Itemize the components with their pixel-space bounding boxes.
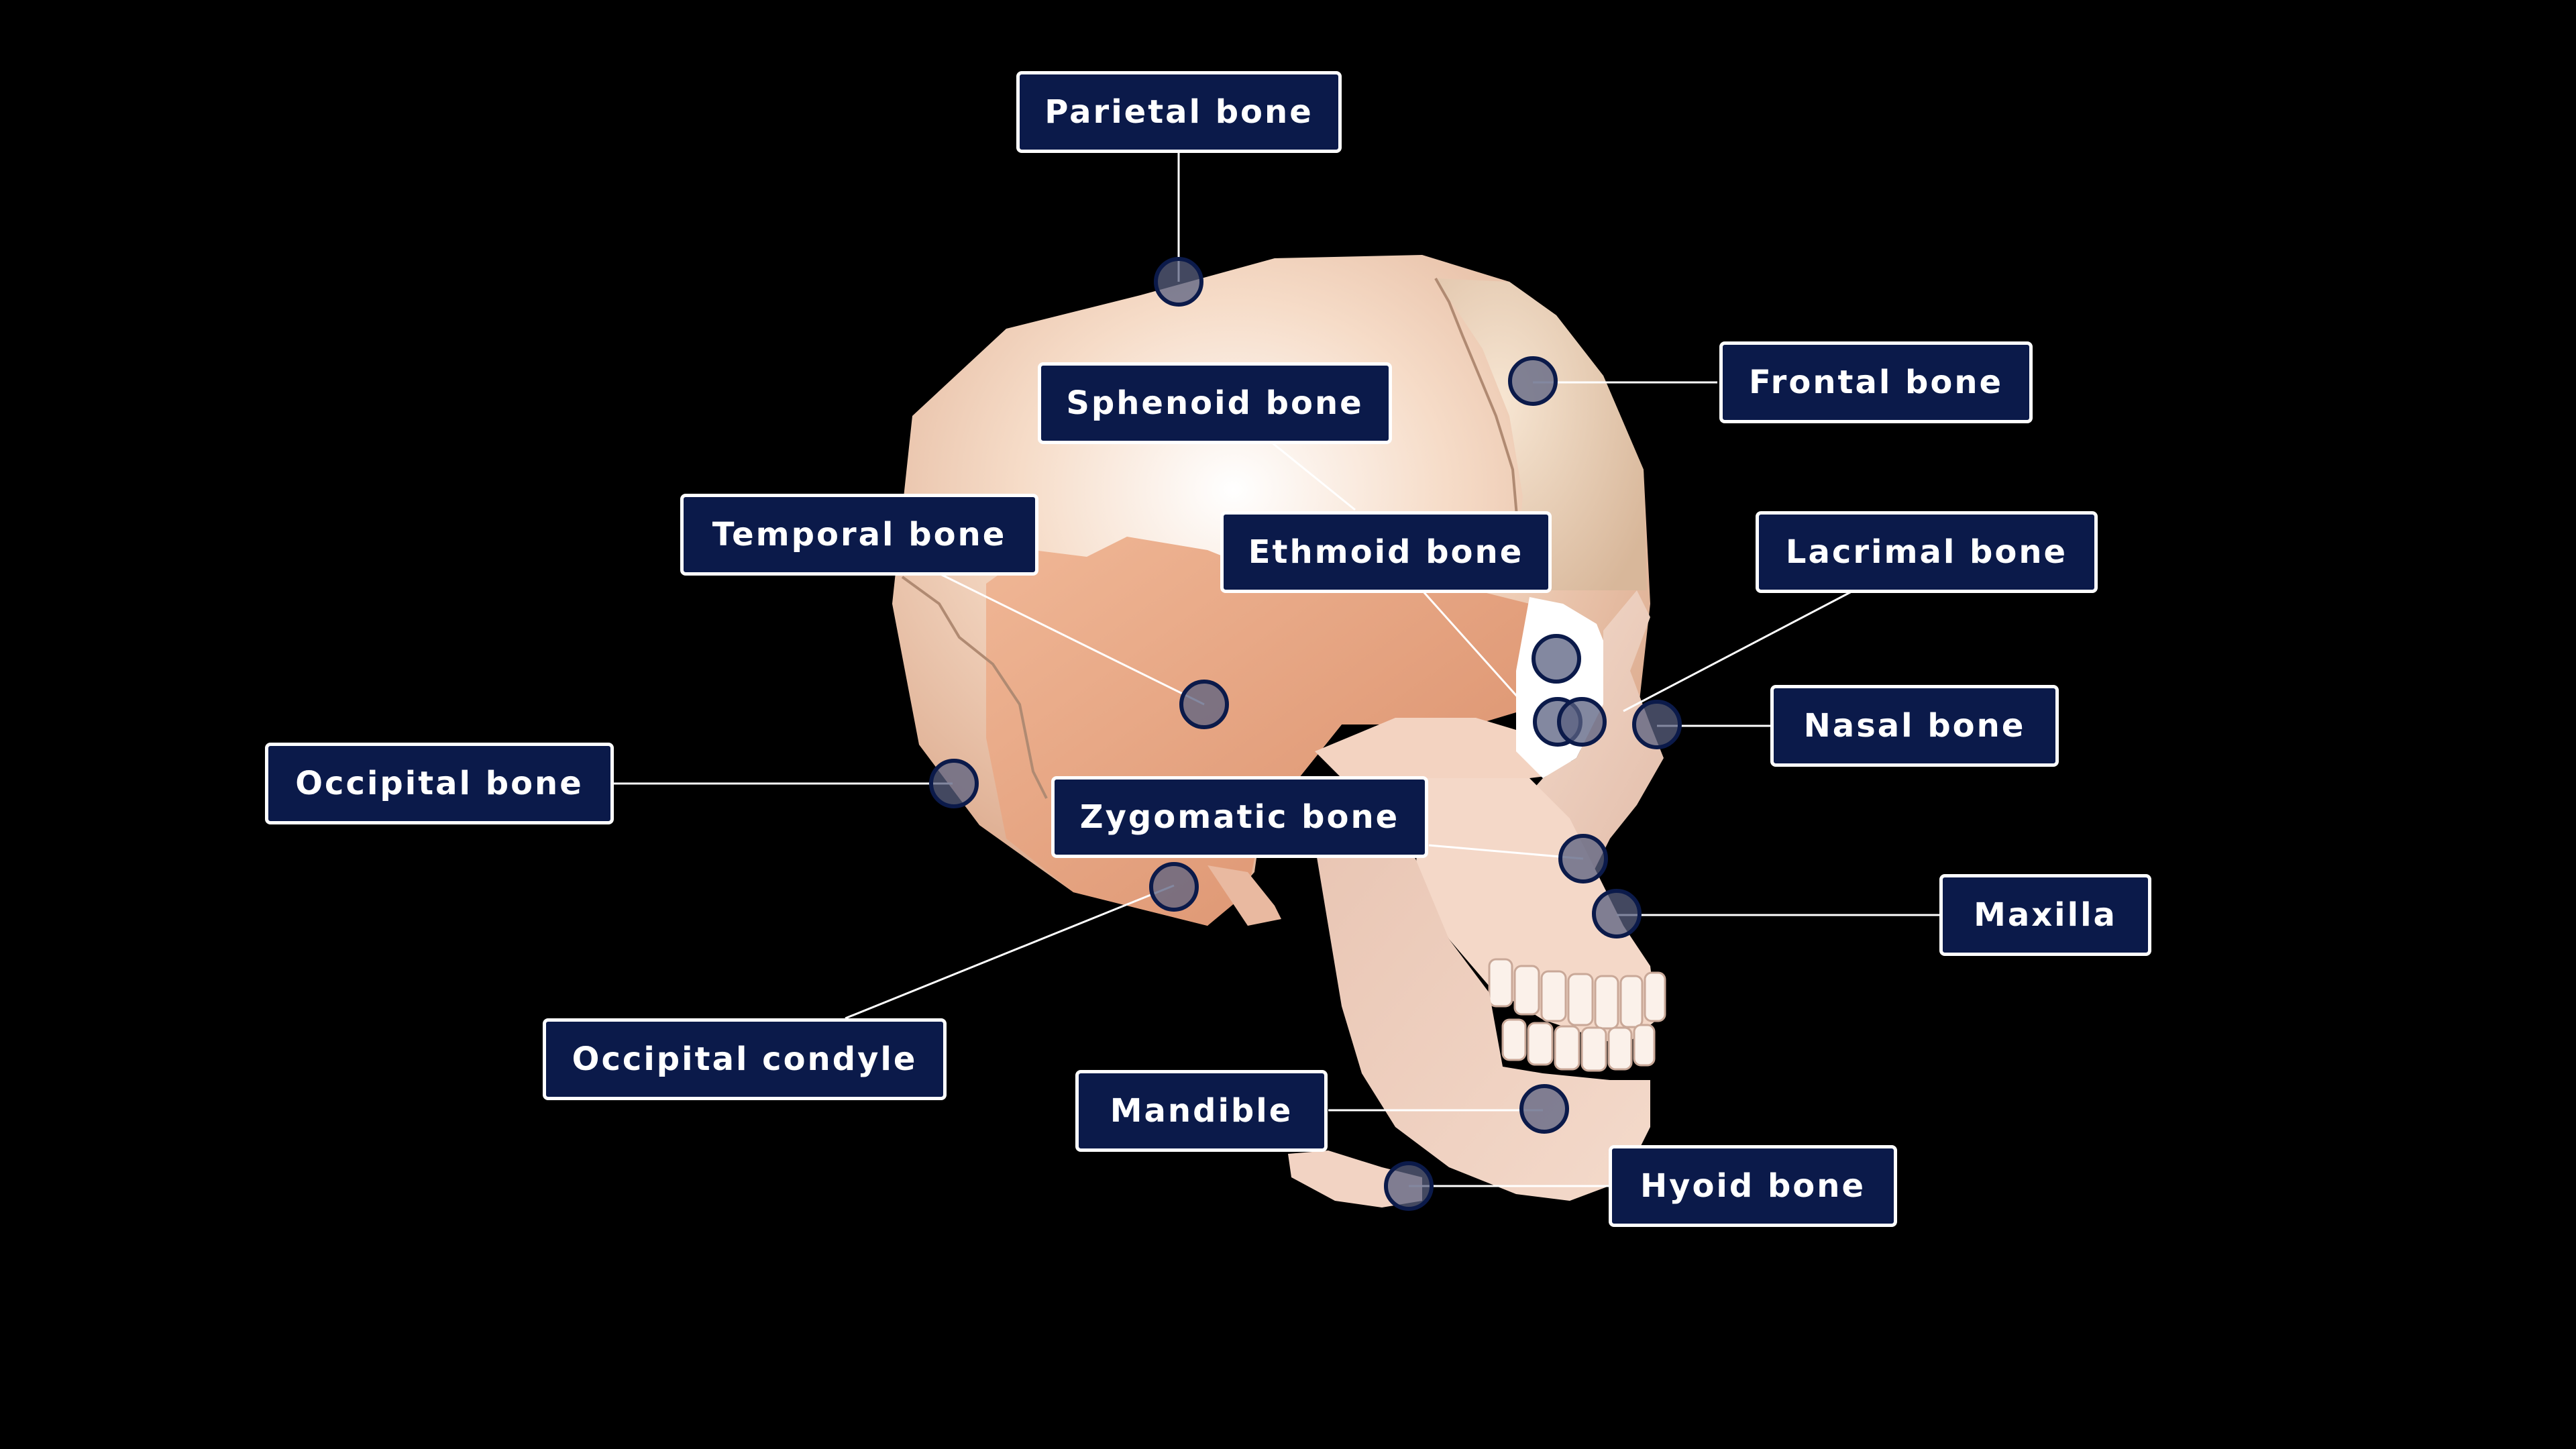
label-occipital-bone: Occipital bone bbox=[265, 743, 614, 824]
marker-zygomatic bbox=[1558, 834, 1608, 883]
label-ethmoid-bone: Ethmoid bone bbox=[1220, 511, 1552, 593]
markers bbox=[929, 257, 1682, 1211]
marker-occipital bbox=[929, 759, 979, 808]
marker-maxilla bbox=[1592, 889, 1642, 938]
label-sphenoid-bone: Sphenoid bone bbox=[1038, 362, 1392, 444]
label-lacrimal-bone: Lacrimal bone bbox=[1756, 511, 2098, 593]
leader-lines bbox=[612, 152, 1942, 1187]
condyle-shape bbox=[1208, 865, 1281, 926]
marker-frontal bbox=[1508, 356, 1558, 406]
marker-ethmoid bbox=[1532, 634, 1581, 684]
marker-nasal bbox=[1632, 700, 1682, 749]
label-temporal-bone: Temporal bone bbox=[680, 494, 1038, 576]
marker-temporal bbox=[1179, 680, 1229, 729]
marker-mandible bbox=[1519, 1084, 1569, 1134]
marker-hyoid bbox=[1384, 1161, 1434, 1211]
marker-parietal bbox=[1154, 257, 1203, 307]
label-parietal-bone: Parietal bone bbox=[1016, 71, 1342, 153]
label-frontal-bone: Frontal bone bbox=[1719, 341, 2033, 423]
marker-lacrimal bbox=[1557, 697, 1607, 747]
marker-condyle bbox=[1149, 862, 1199, 912]
teeth bbox=[1488, 958, 1666, 1072]
label-zygomatic-bone: Zygomatic bone bbox=[1051, 776, 1428, 858]
label-hyoid-bone: Hyoid bone bbox=[1609, 1145, 1897, 1227]
label-maxilla: Maxilla bbox=[1939, 874, 2151, 956]
label-nasal-bone: Nasal bone bbox=[1770, 685, 2059, 767]
lambdoid-suture bbox=[901, 576, 1048, 799]
label-occipital-condyle: Occipital condyle bbox=[543, 1018, 947, 1100]
frontal-region bbox=[1436, 278, 1647, 590]
label-mandible: Mandible bbox=[1075, 1070, 1328, 1152]
mandible-shape bbox=[1315, 778, 1650, 1201]
